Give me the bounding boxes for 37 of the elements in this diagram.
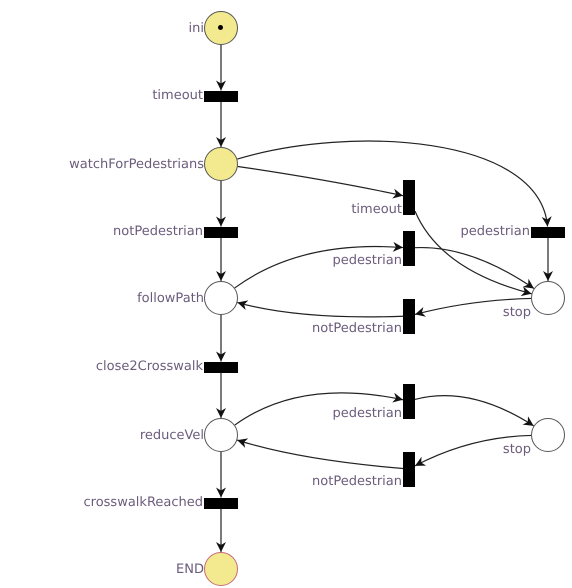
arrow <box>216 181 226 226</box>
transition-label: notPedestrian <box>113 224 204 240</box>
transition-label: notPedestrian <box>312 321 403 337</box>
arrow <box>216 315 226 362</box>
arrow <box>415 246 534 289</box>
place-label: watchForPedestrians <box>69 157 205 173</box>
arrow <box>414 298 532 317</box>
arrow <box>216 508 226 552</box>
arrow <box>234 242 404 288</box>
arrow <box>414 434 532 466</box>
arrow <box>238 166 404 199</box>
arrow <box>237 140 550 227</box>
transition-label: pedestrian <box>332 406 403 422</box>
arrow <box>216 45 226 90</box>
arrow <box>216 372 226 418</box>
transition-label: timeout <box>351 202 403 218</box>
place-label: stop <box>502 305 532 321</box>
arrow <box>237 438 404 470</box>
place-label: ini <box>188 21 205 37</box>
arrow <box>414 395 534 426</box>
place-label: END <box>176 562 205 578</box>
place-label: stop <box>502 442 532 458</box>
transition-label: notPedestrian <box>312 474 403 490</box>
arrow <box>216 238 226 281</box>
arrow <box>216 102 226 147</box>
transition-label: pedestrian <box>460 224 531 240</box>
arrow <box>237 300 404 318</box>
transition-label: pedestrian <box>332 253 403 269</box>
arrow <box>543 238 553 281</box>
arrow <box>414 210 532 296</box>
place-label: followPath <box>137 291 205 307</box>
arrow <box>216 452 226 498</box>
arrow <box>234 392 404 426</box>
place-label: reduceVel <box>140 428 205 444</box>
transition-label: timeout <box>152 88 204 104</box>
transition-label: crosswalkReached <box>84 495 204 511</box>
transition-label: close2Crosswalk <box>96 359 204 375</box>
